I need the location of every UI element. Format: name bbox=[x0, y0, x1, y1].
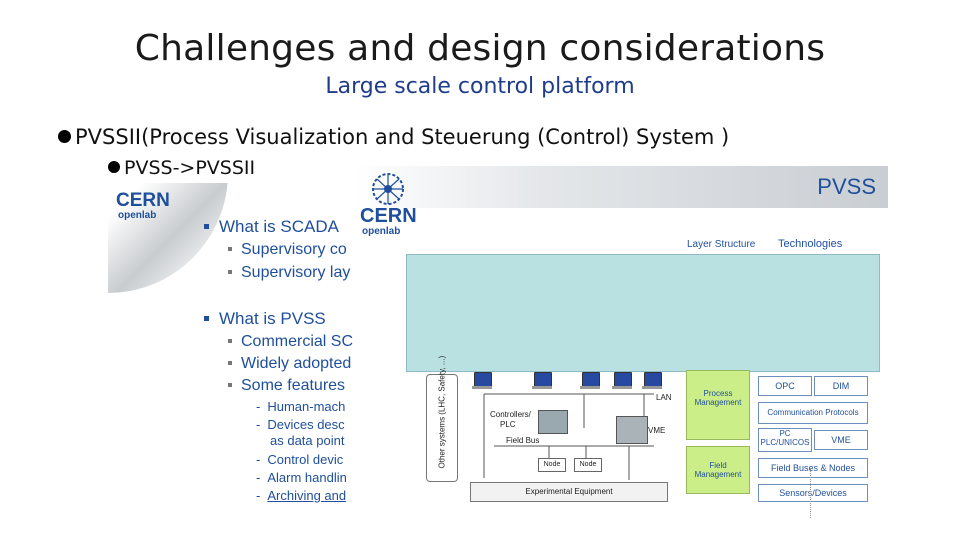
node-box: Node bbox=[538, 458, 566, 472]
dash-bullet-icon: - bbox=[256, 417, 261, 432]
computer-icon bbox=[614, 372, 632, 387]
tech-opc: OPC bbox=[758, 376, 812, 396]
bullet-level-1: PVSSII(Process Visualization and Steueru… bbox=[58, 125, 729, 149]
square-bullet-icon bbox=[228, 270, 232, 274]
cern-globe-icon bbox=[372, 173, 404, 205]
dash-bullet-icon: - bbox=[256, 452, 261, 467]
computer-base bbox=[472, 386, 492, 389]
cern-logo: CERN bbox=[116, 190, 170, 211]
slide-title: Challenges and design considerations bbox=[134, 28, 826, 69]
header-band bbox=[354, 166, 888, 208]
square-bullet-icon bbox=[228, 339, 232, 343]
list-item: -Alarm handlin bbox=[256, 470, 347, 485]
tech-sensors-devices: Sensors/Devices bbox=[758, 484, 868, 502]
tech-communication-protocols: Communication Protocols bbox=[758, 402, 868, 424]
square-bullet-icon bbox=[228, 361, 232, 365]
list-item: Supervisory lay bbox=[228, 264, 350, 282]
computer-icon bbox=[474, 372, 492, 387]
right-slide-image: PVSS CERN openlab Layer Structure Techno… bbox=[354, 166, 888, 520]
column-header-layer: Layer Structure bbox=[687, 239, 756, 250]
layer-process-management: Process Management bbox=[686, 370, 750, 440]
list-item: -Devices desc bbox=[256, 417, 345, 432]
computer-base bbox=[580, 386, 600, 389]
field-bus-label: Field Bus bbox=[506, 436, 540, 445]
list-item: -Control devic bbox=[256, 452, 344, 467]
dash-bullet-icon: - bbox=[256, 470, 261, 485]
list-item: Widely adopted bbox=[228, 355, 351, 373]
cern-logo: CERN bbox=[360, 205, 417, 227]
slide-subtitle: Large scale control platform bbox=[325, 74, 635, 99]
lan-label: LAN bbox=[656, 393, 672, 402]
tech-dim: DIM bbox=[814, 376, 868, 396]
controllers-label: Controllers/ bbox=[490, 410, 531, 419]
computer-base bbox=[532, 386, 552, 389]
other-systems-box: Other systems (LHC, Safety, ...) bbox=[426, 356, 458, 482]
left-slide-image: CERN openlab What is SCADA Supervisory c… bbox=[108, 183, 354, 508]
bullet-text: PVSSII(Process Visualization and Steueru… bbox=[75, 125, 730, 149]
experimental-equipment-box: Experimental Equipment bbox=[470, 482, 668, 502]
list-item: -Human-mach bbox=[256, 399, 346, 414]
computer-icon bbox=[582, 372, 600, 387]
computer-icon bbox=[534, 372, 552, 387]
computer-base bbox=[612, 386, 632, 389]
layer-field-management: Field Management bbox=[686, 446, 750, 494]
square-bullet-icon bbox=[228, 383, 232, 387]
dotted-line bbox=[810, 468, 811, 518]
list-item: What is SCADA bbox=[204, 217, 339, 237]
network-lines bbox=[483, 393, 654, 480]
pvss-heading: PVSS bbox=[817, 174, 876, 199]
vme-crate-icon bbox=[616, 416, 648, 444]
computer-icon bbox=[644, 372, 662, 387]
list-item: -Archiving and bbox=[256, 488, 347, 503]
list-item: Commercial SC bbox=[228, 333, 353, 351]
bullet-dot-icon bbox=[108, 161, 120, 173]
bullet-dot-icon bbox=[58, 130, 71, 143]
openlab-logo: openlab bbox=[362, 226, 401, 237]
plc-device-icon bbox=[538, 410, 568, 434]
tech-vme: VME bbox=[814, 430, 868, 450]
teal-overlay-box bbox=[406, 254, 880, 372]
computer-base bbox=[642, 386, 662, 389]
list-item: Some features bbox=[228, 377, 345, 395]
dash-bullet-icon: - bbox=[256, 399, 261, 414]
bullet-text: PVSS->PVSSII bbox=[124, 157, 256, 179]
node-box: Node bbox=[574, 458, 602, 472]
list-item: What is PVSS bbox=[204, 309, 326, 329]
dash-bullet-icon: - bbox=[256, 488, 261, 503]
list-item: Supervisory co bbox=[228, 241, 347, 259]
bullet-level-2: PVSS->PVSSII bbox=[108, 157, 255, 179]
list-item: as data point bbox=[270, 433, 345, 448]
square-bullet-icon bbox=[228, 247, 232, 251]
column-header-technologies: Technologies bbox=[778, 238, 843, 250]
vme-label: VME bbox=[648, 426, 666, 435]
plc-label: PLC bbox=[500, 420, 516, 429]
square-bullet-icon bbox=[204, 224, 209, 229]
square-bullet-icon bbox=[204, 316, 209, 321]
tech-field-buses-nodes: Field Buses & Nodes bbox=[758, 458, 868, 478]
openlab-logo: openlab bbox=[118, 210, 157, 221]
